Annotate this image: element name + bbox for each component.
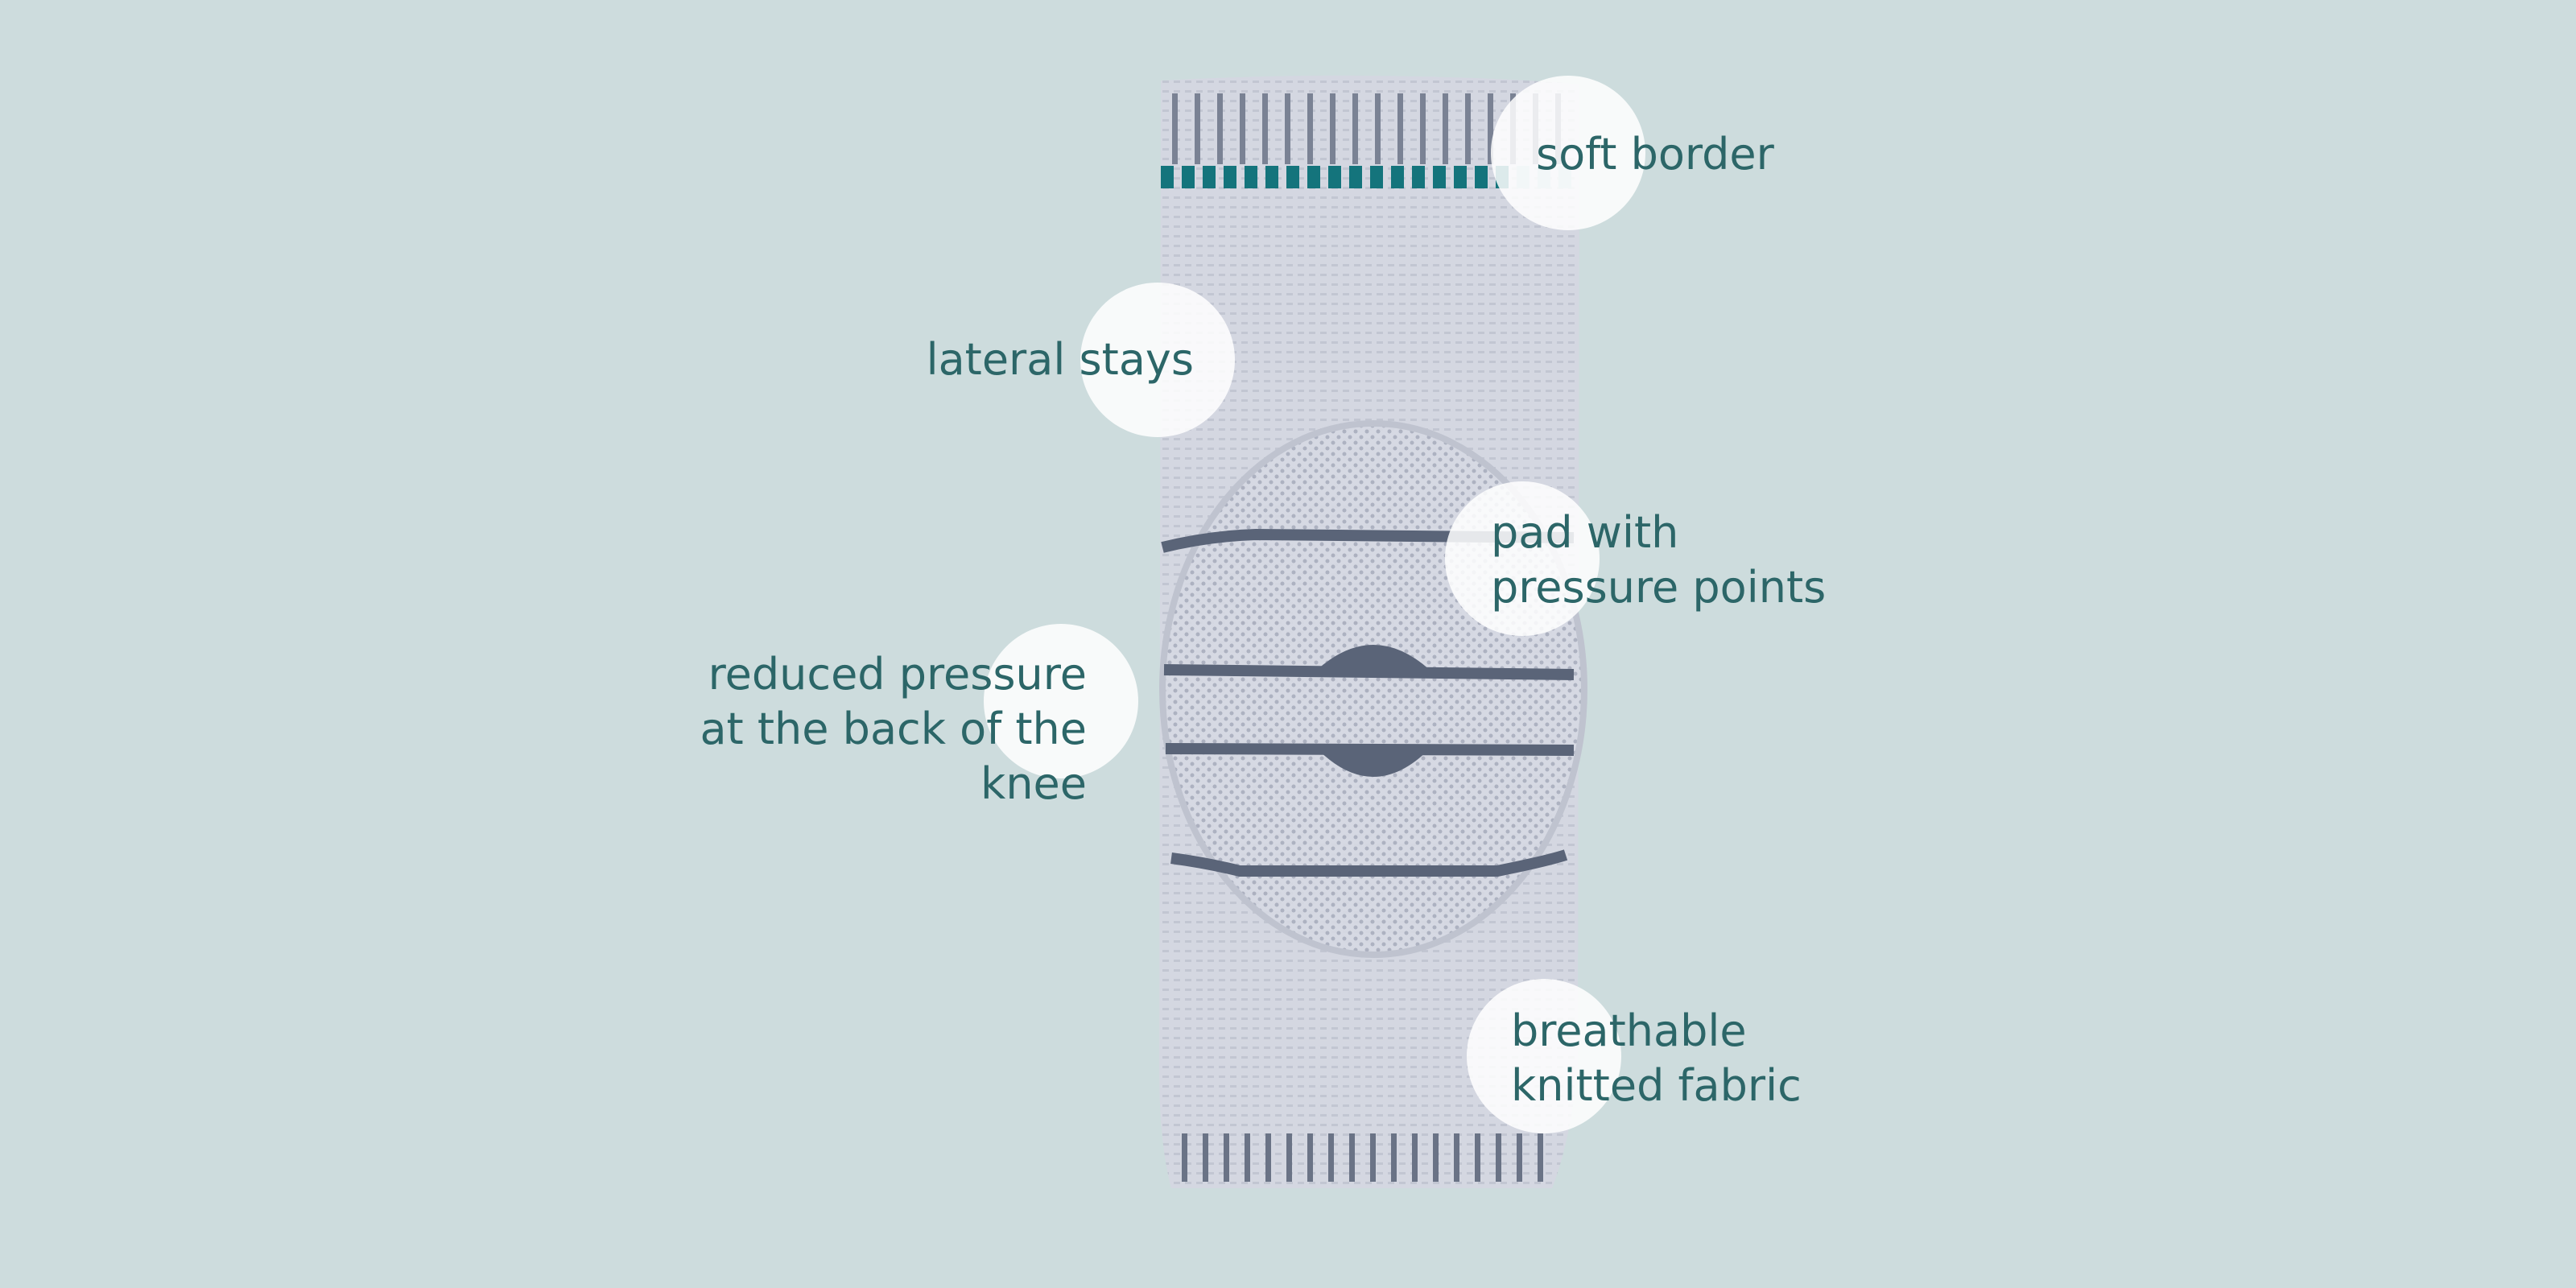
- teal-dash: [1475, 166, 1488, 188]
- teal-dash: [1265, 166, 1278, 188]
- teal-dash: [1412, 166, 1425, 188]
- label-pad-pressure-points: pad with pressure points: [1491, 506, 1826, 615]
- teal-dash: [1224, 166, 1236, 188]
- teal-dash: [1433, 166, 1446, 188]
- highlight-circle-breathable: [1467, 979, 1621, 1133]
- rib: [1203, 1133, 1208, 1182]
- stripe-4: [1170, 849, 1568, 877]
- rib: [1412, 1133, 1418, 1182]
- stripe-2: [1163, 664, 1575, 680]
- label-soft-border: soft border: [1536, 127, 1774, 182]
- teal-dash: [1328, 166, 1341, 188]
- label-line: lateral stays: [926, 334, 1194, 385]
- rib: [1352, 93, 1358, 164]
- teal-dash: [1454, 166, 1467, 188]
- rib: [1285, 93, 1290, 164]
- rib: [1465, 93, 1471, 164]
- pressure-point-bottom: [1317, 749, 1430, 777]
- label-line: knee: [980, 758, 1087, 809]
- rib: [1172, 93, 1178, 164]
- bottom-rib-band: [1182, 1133, 1543, 1182]
- rib: [1488, 93, 1493, 164]
- teal-dash: [1286, 166, 1299, 188]
- highlight-circle-reduced-pressure: [984, 624, 1138, 778]
- rib: [1217, 93, 1223, 164]
- rib: [1454, 1133, 1459, 1182]
- highlight-circle-lateral-stays: [1080, 283, 1235, 437]
- label-line: pressure points: [1491, 562, 1827, 613]
- highlight-circle-pad: [1445, 481, 1600, 636]
- teal-dash: [1245, 166, 1257, 188]
- rib: [1397, 93, 1403, 164]
- rib: [1307, 1133, 1313, 1182]
- rib: [1265, 1133, 1271, 1182]
- rib: [1391, 1133, 1397, 1182]
- label-breathable-fabric: breathable knitted fabric: [1511, 1004, 1802, 1113]
- teal-dash: [1370, 166, 1383, 188]
- label-line: pad with: [1491, 507, 1679, 558]
- rib: [1349, 1133, 1355, 1182]
- rib: [1370, 1133, 1376, 1182]
- label-lateral-stays: lateral stays: [927, 332, 1194, 387]
- teal-dash: [1307, 166, 1320, 188]
- teal-dash: [1182, 166, 1195, 188]
- rib: [1328, 1133, 1334, 1182]
- label-reduced-pressure: reduced pressure at the back of the knee: [700, 647, 1087, 811]
- label-line: reduced pressure: [708, 649, 1087, 700]
- rib: [1286, 1133, 1292, 1182]
- rib: [1182, 1133, 1187, 1182]
- rib: [1307, 93, 1313, 164]
- highlight-circle-soft-border: [1491, 76, 1645, 230]
- rib: [1224, 1133, 1229, 1182]
- stripe-1: [1161, 528, 1575, 553]
- label-line: at the back of the: [700, 704, 1087, 754]
- teal-dash: [1161, 166, 1174, 188]
- rib: [1195, 93, 1200, 164]
- rib: [1475, 1133, 1480, 1182]
- rib: [1375, 93, 1381, 164]
- teal-dash: [1349, 166, 1362, 188]
- rib: [1330, 93, 1335, 164]
- rib: [1517, 1133, 1522, 1182]
- rib: [1240, 93, 1245, 164]
- rib: [1420, 93, 1426, 164]
- rib: [1538, 1133, 1543, 1182]
- pressure-point-top: [1317, 645, 1430, 670]
- rib: [1262, 93, 1268, 164]
- pad-outline: [1159, 420, 1587, 958]
- rib: [1496, 1133, 1501, 1182]
- label-line: soft border: [1536, 129, 1774, 180]
- label-line: breathable: [1511, 1005, 1747, 1056]
- teal-dash: [1391, 166, 1404, 188]
- rib: [1443, 93, 1448, 164]
- rib: [1245, 1133, 1250, 1182]
- rib: [1433, 1133, 1439, 1182]
- label-line: knitted fabric: [1511, 1060, 1802, 1111]
- teal-dash: [1203, 166, 1216, 188]
